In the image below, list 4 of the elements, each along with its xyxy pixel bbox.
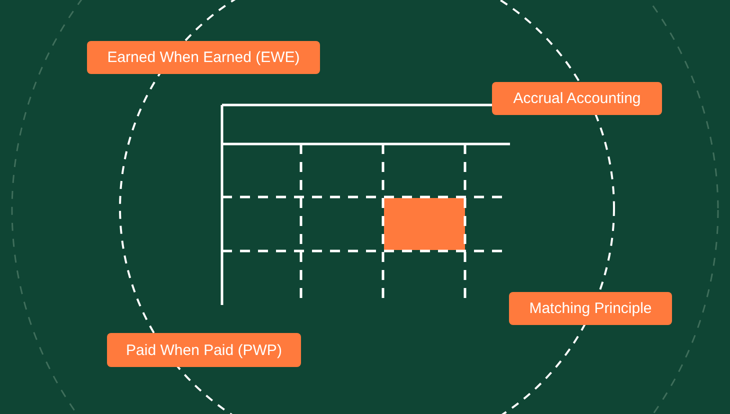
label-tag: Matching Principle [509, 292, 672, 325]
label-tag: Earned When Earned (EWE) [87, 41, 320, 74]
label-tag: Paid When Paid (PWP) [107, 333, 301, 367]
label-tag: Accrual Accounting [492, 82, 662, 115]
